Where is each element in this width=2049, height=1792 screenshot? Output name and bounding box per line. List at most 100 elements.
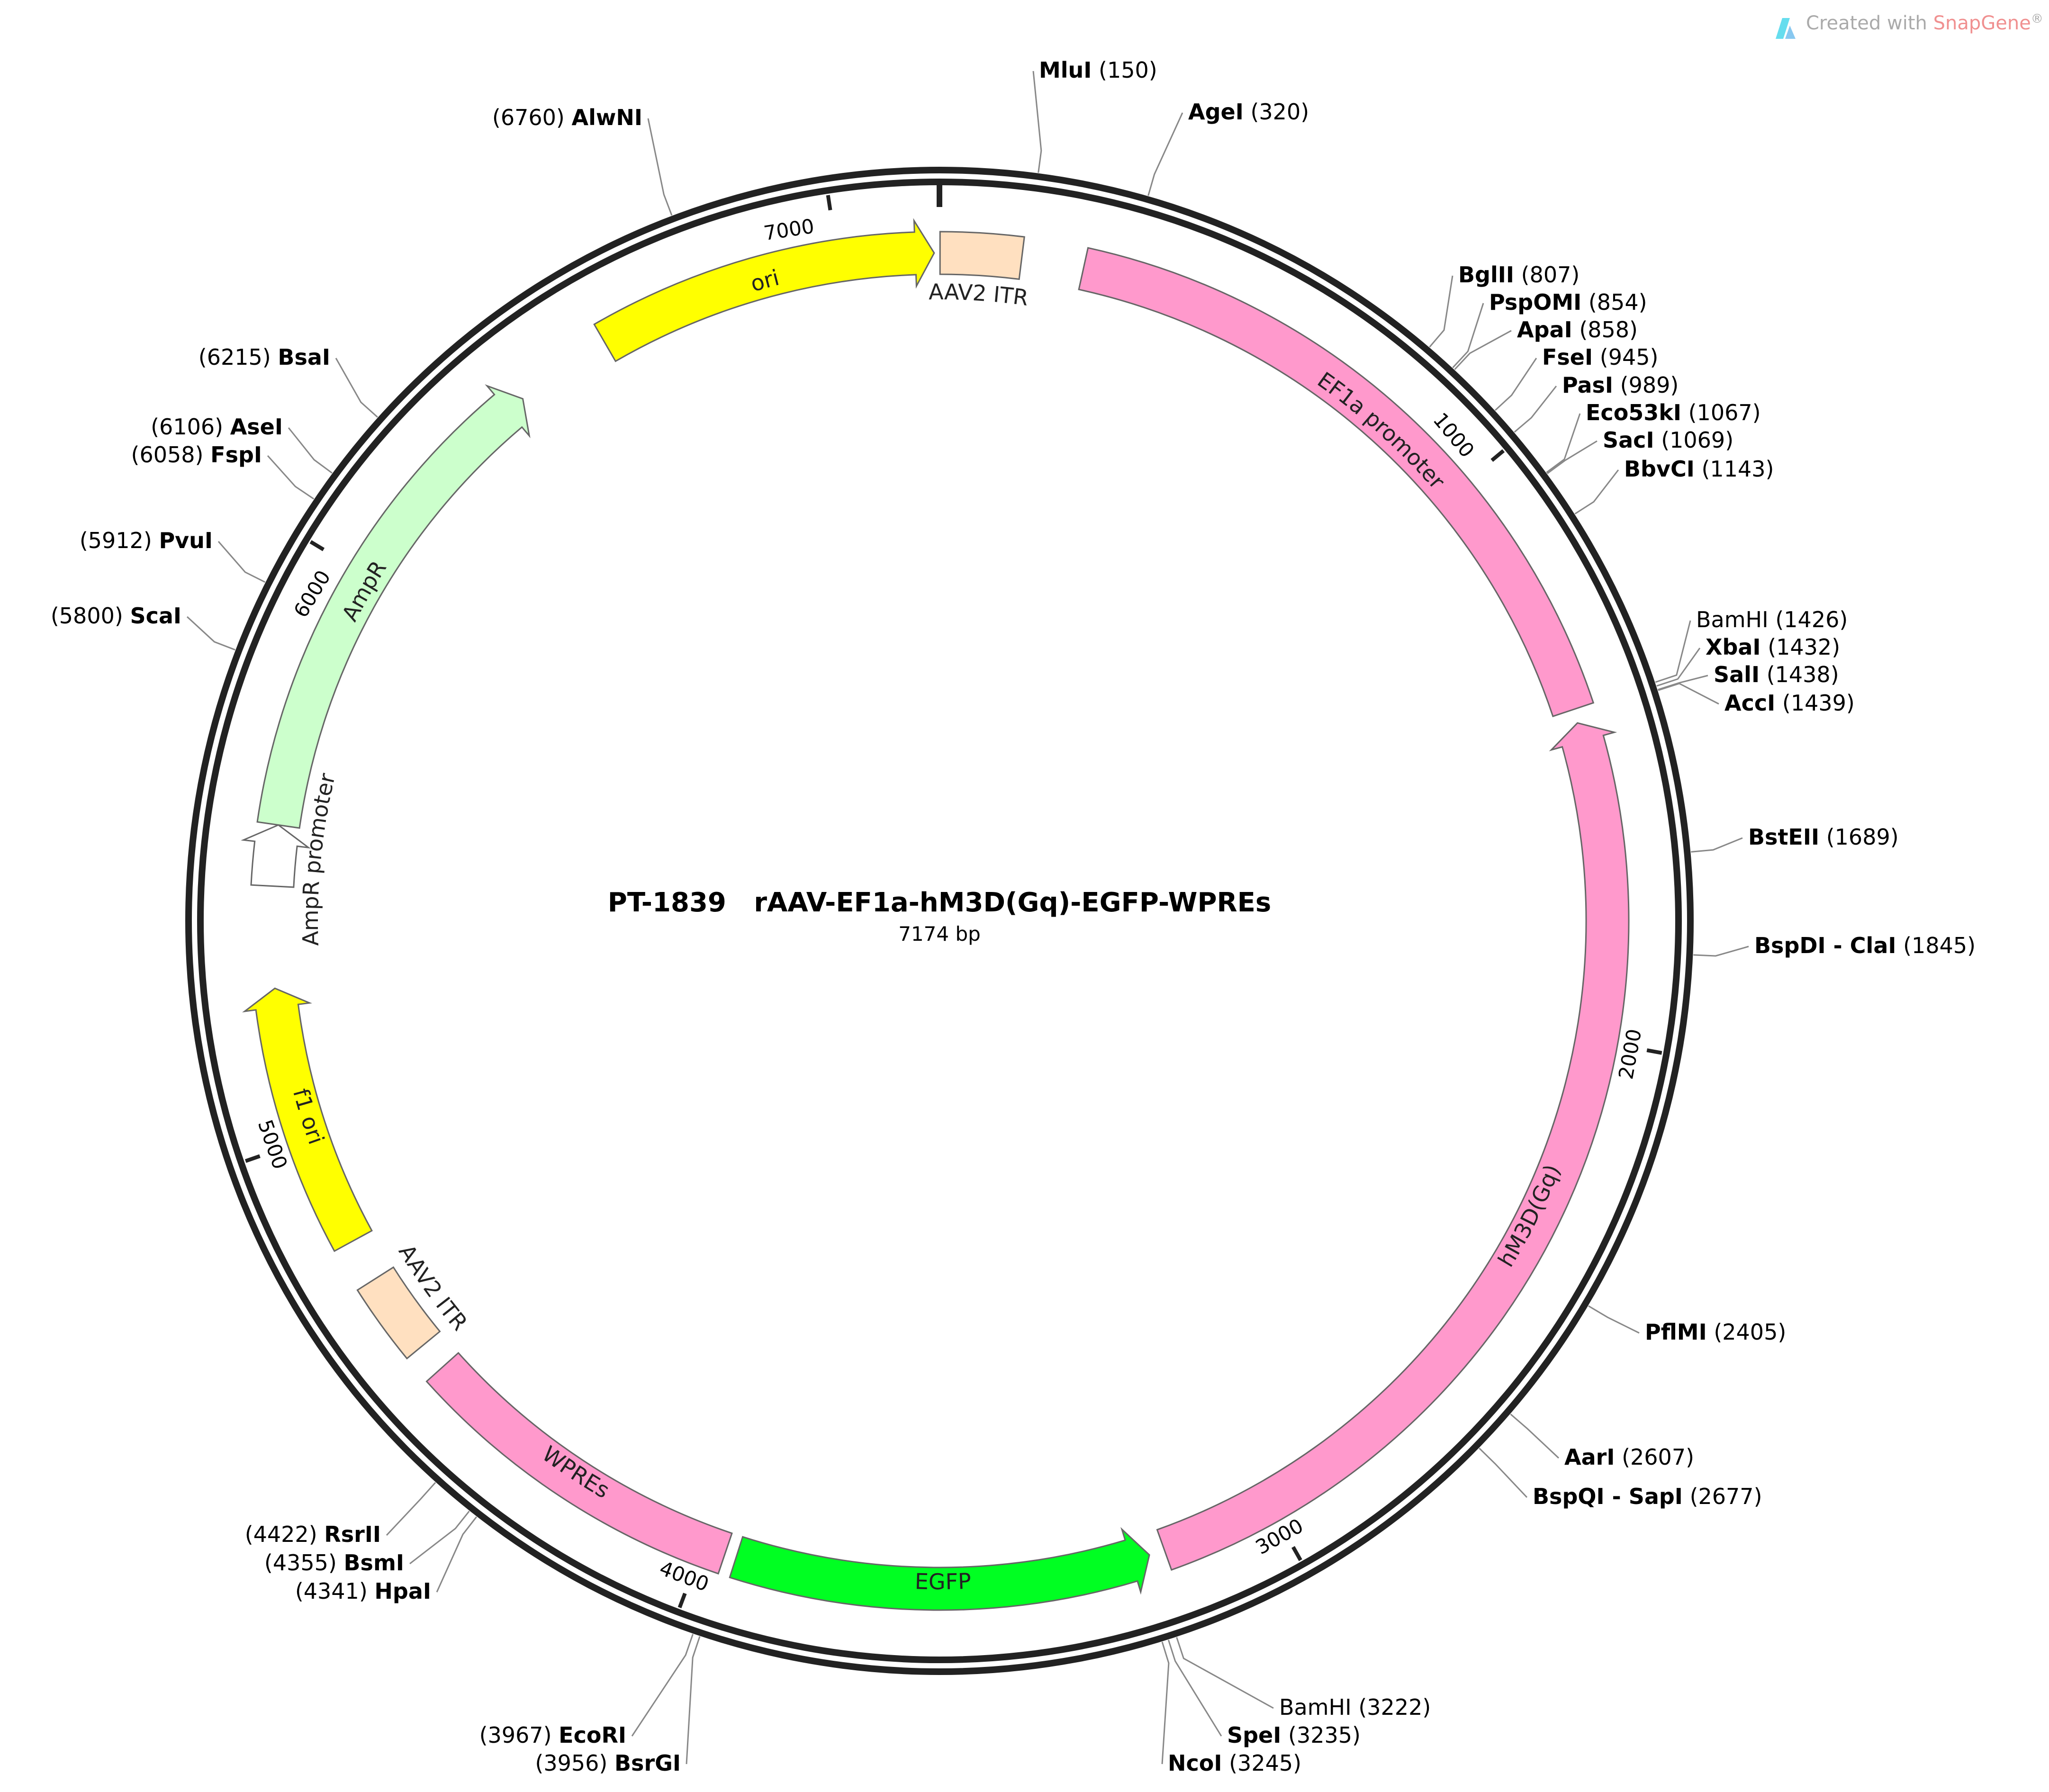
site-label: PasI (989) [1562,372,1679,398]
feature-ori [593,218,935,362]
site-leader-lines [186,71,1749,1765]
site-leader-line [335,358,378,418]
site-ecori: (3967) EcoRI [479,1722,626,1748]
site-scai: (5800) ScaI [51,603,181,629]
snapgene-logo-icon [1776,18,1796,39]
site-label: (6058) FspI [131,442,262,468]
site-label: (3967) EcoRI [479,1722,626,1748]
site-xbai: XbaI (1432) [1706,634,1840,660]
site-leader-line [436,1516,478,1593]
site-leader-line [1454,330,1512,370]
site-label: PspOMI (854) [1489,289,1647,315]
site-leader-line [409,1511,470,1565]
map-size-label: 7174 bp [898,922,981,946]
site-label: BspQI - SapI (2677) [1533,1484,1762,1509]
site-leader-line [1658,683,1719,705]
feature-aav2-itr [356,1266,441,1360]
site-leader-line [1479,1448,1528,1498]
site-leader-line [1514,386,1557,433]
site-label: AccI (1439) [1724,690,1855,716]
site-bsrgi: (3956) BsrGI [535,1750,681,1776]
site-spei: SpeI (3235) [1227,1722,1361,1748]
site-leader-line [686,1636,701,1765]
site-leader-line [1588,1305,1640,1334]
site-label: ApaI (858) [1517,317,1638,342]
tick-mark [1646,1048,1662,1055]
site-leader-line [1655,620,1691,683]
site-acci: AccI (1439) [1724,690,1855,716]
site-fspi: (6058) FspI [131,442,262,468]
site-label: Eco53kI (1067) [1586,400,1761,425]
site-label: BamHI (1426) [1696,607,1848,632]
site-leader-line [1547,440,1598,474]
site-aari: AarI (2607) [1564,1444,1694,1470]
site-leader-line [631,1634,694,1737]
restriction-sites: MluI (150) AgeI (320) BglII (807)PspOMI (8… [51,57,1976,1776]
feature-label-ef1a-promoter: EF1a promoter [1313,367,1450,494]
tick-mark [1291,1546,1302,1561]
site-label: NcoI (3245) [1168,1750,1301,1776]
site-bsmi: (4355) BsmI [264,1550,404,1576]
site-label: (6106) AseI [151,414,283,440]
site-label: BbvCI (1143) [1624,456,1774,482]
feature-ampr [256,384,531,829]
site-label: (4422) RsrII [245,1522,381,1547]
site-leader-line [288,427,333,474]
site-rsrii: (4422) RsrII [245,1522,381,1547]
site-leader-line [186,616,235,651]
site-leader-line [386,1482,436,1536]
tick-mark [244,1154,261,1163]
site-pasi: PasI (989) [1562,372,1679,398]
site-bspqi-sapi: BspQI - SapI (2677) [1533,1484,1762,1509]
site-pvui: (5912) PvuI [80,528,213,553]
site-asei: (6106) AseI [151,414,283,440]
site-label: BglII (807) [1458,262,1580,288]
feature-label-egfp: EGFP [914,1568,971,1594]
backbone-outer-ring [185,167,1694,1675]
site-label: FseI (945) [1542,344,1658,370]
site-bglii: BglII (807) [1458,262,1580,288]
site-leader-line [1429,275,1453,348]
feature-hm3d-gq [1156,722,1630,1571]
site-eco53ki: Eco53kI (1067) [1586,400,1761,425]
map-title: PT-1839 rAAV-EF1a-hM3D(Gq)-EGFP-WPREs [608,887,1271,918]
backbone [185,167,1694,1675]
site-leader-line [1546,413,1581,473]
site-label: AgeI (320) [1188,99,1309,125]
feature-ampr-promoter [241,824,311,888]
site-leader-line [267,455,315,500]
site-leader-line [1452,303,1484,369]
site-leader-line [1167,1639,1222,1737]
site-leader-line [1176,1637,1274,1709]
site-label: PflMI (2405) [1645,1319,1786,1345]
site-pflmi: PflMI (2405) [1645,1319,1786,1345]
site-hpai: (4341) HpaI [295,1578,431,1604]
site-leader-line [1494,358,1537,411]
site-label: BamHI (3222) [1279,1694,1431,1720]
site-leader-line [647,118,673,216]
site-bspdi-clai: BspDI - ClaI (1845) [1754,933,1976,958]
feature-wpres [425,1351,733,1575]
site-label: AarI (2607) [1564,1444,1694,1470]
site-mlui: MluI (150) [1039,57,1157,83]
site-pspomi: PspOMI (854) [1489,289,1647,315]
site-ncoi: NcoI (3245) [1168,1750,1301,1776]
site-alwni: (6760) AlwNI [492,105,642,130]
tick-mark [1490,449,1505,462]
feature-label-aav2-itr: AAV2 ITR [929,279,1030,310]
feature-egfp [729,1527,1150,1611]
site-bsai: (6215) BsaI [199,344,330,370]
site-leader-line [1510,1414,1560,1459]
site-bsteii: BstEII (1689) [1748,824,1899,850]
site-leader-line [1147,112,1183,196]
site-label: (5912) PvuI [80,528,213,553]
site-label: MluI (150) [1039,57,1157,83]
tick-mark [309,540,325,551]
feature-aav2-itr [939,231,1025,280]
site-bbvci: BbvCI (1143) [1624,456,1774,482]
site-bamhi: BamHI (1426) [1696,607,1848,632]
site-fsei: FseI (945) [1542,344,1658,370]
site-label: SpeI (3235) [1227,1722,1361,1748]
site-agei: AgeI (320) [1188,99,1309,125]
